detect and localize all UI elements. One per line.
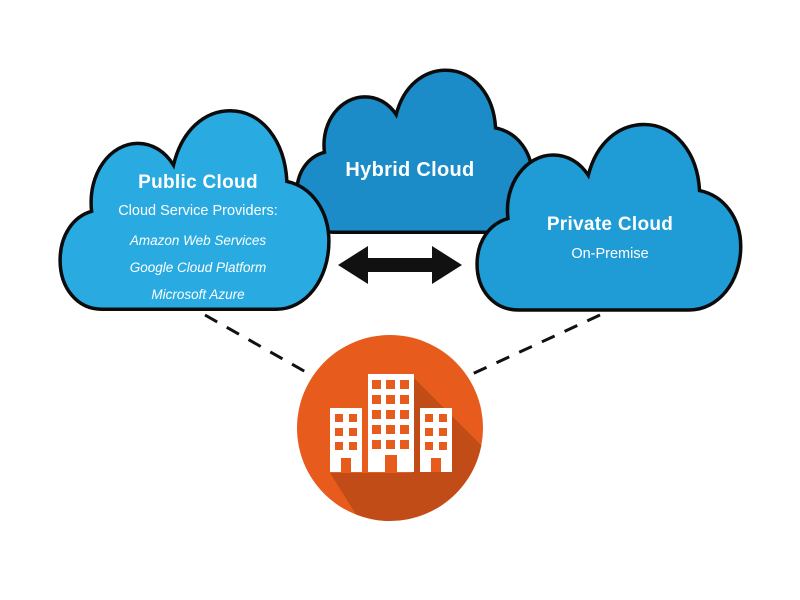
private-cloud-title: Private Cloud (546, 214, 674, 235)
private-cloud-subtitle: On-Premise (571, 246, 649, 262)
provider-azure: Microsoft Azure (151, 287, 245, 302)
organization-badge (297, 335, 483, 521)
building-windows (335, 380, 447, 472)
double-arrow-icon (338, 246, 462, 284)
hybrid-cloud-title: Hybrid Cloud (345, 159, 475, 181)
public-cloud-title: Public Cloud (138, 172, 258, 193)
connector-line-private-org (456, 313, 601, 383)
public-cloud-subtitle: Cloud Service Providers: (118, 203, 278, 219)
provider-gcp: Google Cloud Platform (129, 260, 267, 275)
hybrid-cloud-shape (294, 68, 535, 235)
provider-aws: Amazon Web Services (129, 233, 267, 248)
connector-line-public-org (204, 313, 328, 386)
